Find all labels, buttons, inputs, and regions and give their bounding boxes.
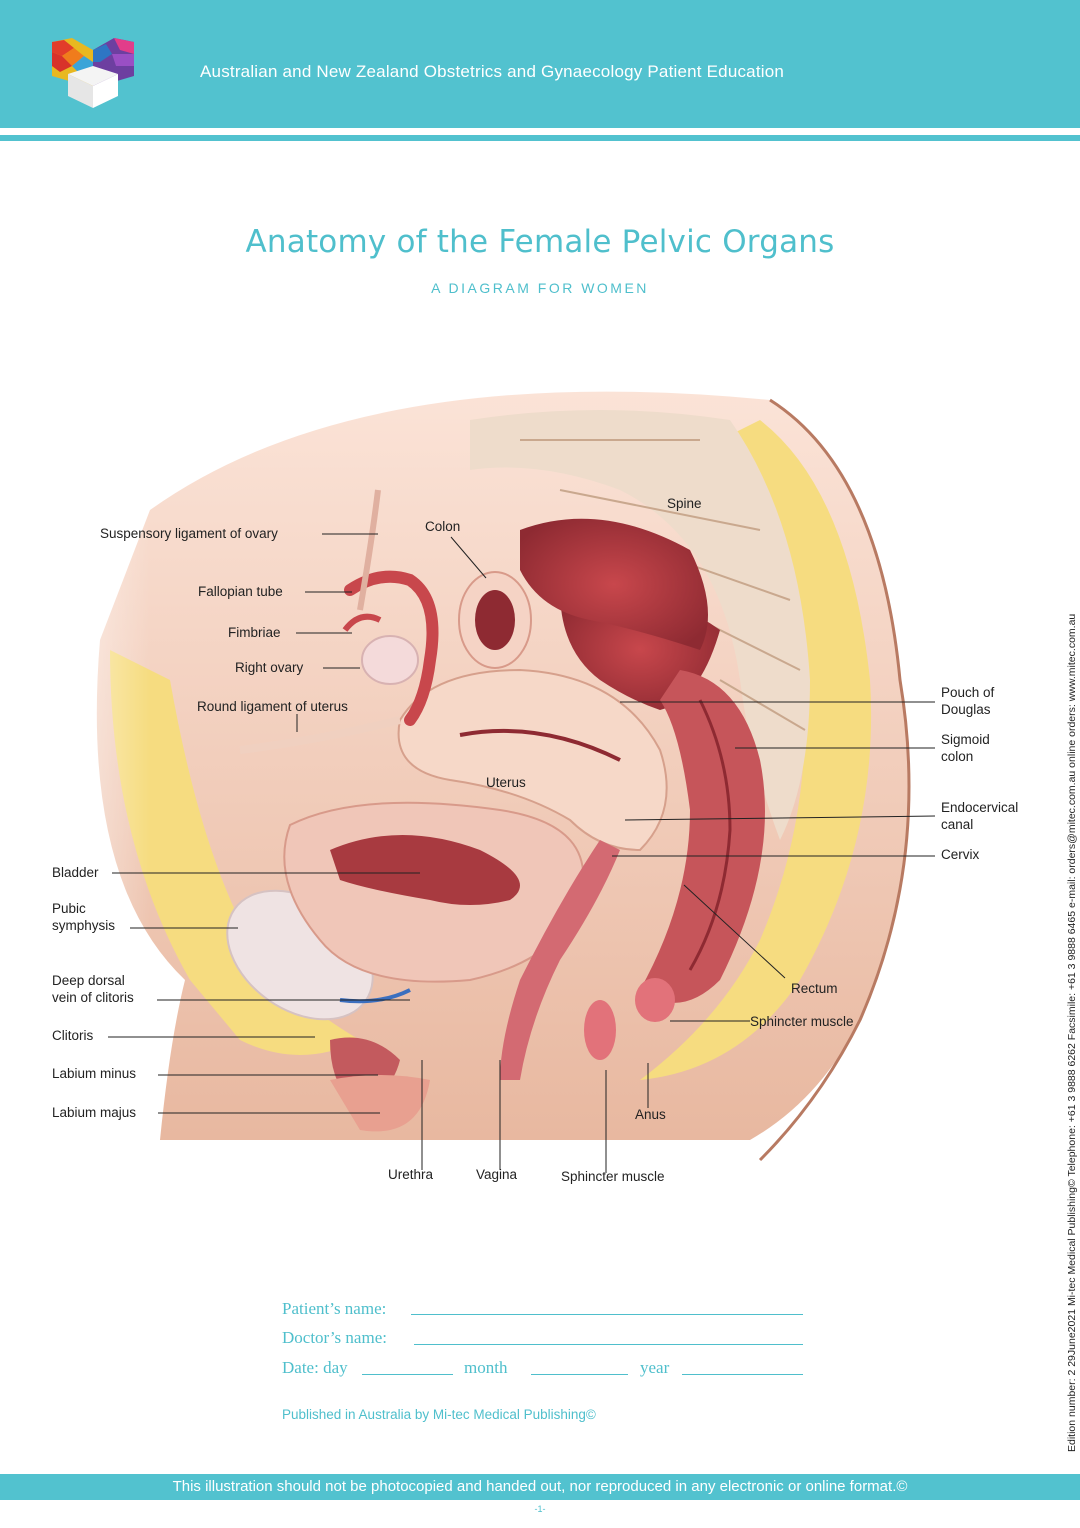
- date-month-label: month: [464, 1358, 508, 1377]
- label-cervix: Cervix: [941, 847, 980, 862]
- label-spine: Spine: [667, 496, 702, 511]
- patient-name-label: Patient’s name:: [282, 1299, 387, 1318]
- label-labium-majus: Labium majus: [52, 1105, 137, 1120]
- label-vagina: Vagina: [476, 1167, 518, 1182]
- date-year-field[interactable]: [682, 1374, 803, 1375]
- label-fallopian-tube: Fallopian tube: [198, 584, 283, 599]
- date-year-label: year: [640, 1358, 670, 1377]
- published-by: Published in Australia by Mi-tec Medical…: [282, 1407, 596, 1422]
- label-bladder: Bladder: [52, 865, 99, 880]
- doctor-name-label: Doctor’s name:: [282, 1328, 387, 1347]
- date-day-field[interactable]: [362, 1374, 453, 1375]
- label-colon: Colon: [425, 519, 461, 534]
- pelvic-anatomy-illustration: [0, 391, 936, 1180]
- page-title: Anatomy of the Female Pelvic Organs: [245, 224, 835, 260]
- label-sigmoid-colon-2: colon: [941, 749, 974, 764]
- label-labium-minus: Labium minus: [52, 1066, 137, 1081]
- label-round-ligament: Round ligament of uterus: [197, 699, 348, 714]
- label-urethra: Urethra: [388, 1167, 434, 1182]
- pelvic-anatomy-diagram: Suspensory ligament of ovary Fallopian t…: [0, 380, 1080, 1220]
- label-deep-dorsal-vein-2: vein of clitoris: [52, 990, 134, 1005]
- label-endocervical-canal-1: Endocervical: [941, 800, 1019, 815]
- page-subtitle: A DIAGRAM FOR WOMEN: [431, 280, 649, 296]
- label-anus: Anus: [635, 1107, 666, 1122]
- label-endocervical-canal-2: canal: [941, 817, 974, 832]
- label-pubic-symphysis-1: Pubic: [52, 901, 86, 916]
- book-cube-logo-icon: [50, 36, 136, 108]
- header-band: [0, 0, 1080, 128]
- label-pubic-symphysis-2: symphysis: [52, 918, 116, 933]
- page-number: -1-: [534, 1504, 546, 1514]
- label-sphincter-muscle-right: Sphincter muscle: [750, 1014, 854, 1029]
- label-fimbriae: Fimbriae: [228, 625, 281, 640]
- label-clitoris: Clitoris: [52, 1028, 94, 1043]
- org-name: Australian and New Zealand Obstetrics an…: [200, 62, 785, 81]
- label-pouch-of-douglas-1: Pouch of: [941, 685, 995, 700]
- date-day-label: Date: day: [282, 1358, 348, 1377]
- edition-contact-info: Edition number: 2 29June2021 Mi-tec Medi…: [1066, 613, 1078, 1452]
- date-month-field[interactable]: [531, 1374, 628, 1375]
- copyright-notice: This illustration should not be photocop…: [172, 1478, 908, 1495]
- label-right-ovary: Right ovary: [235, 660, 304, 675]
- label-rectum: Rectum: [791, 981, 838, 996]
- label-sphincter-muscle-bottom: Sphincter muscle: [561, 1169, 665, 1184]
- label-deep-dorsal-vein-1: Deep dorsal: [52, 973, 125, 988]
- label-sigmoid-colon-1: Sigmoid: [941, 732, 990, 747]
- patient-name-field[interactable]: [411, 1314, 803, 1315]
- header-divider: [0, 135, 1080, 141]
- label-pouch-of-douglas-2: Douglas: [941, 702, 991, 717]
- doctor-name-field[interactable]: [414, 1344, 803, 1345]
- label-suspensory-ligament: Suspensory ligament of ovary: [100, 526, 278, 541]
- label-uterus: Uterus: [486, 775, 526, 790]
- footer-band: [0, 1474, 1080, 1500]
